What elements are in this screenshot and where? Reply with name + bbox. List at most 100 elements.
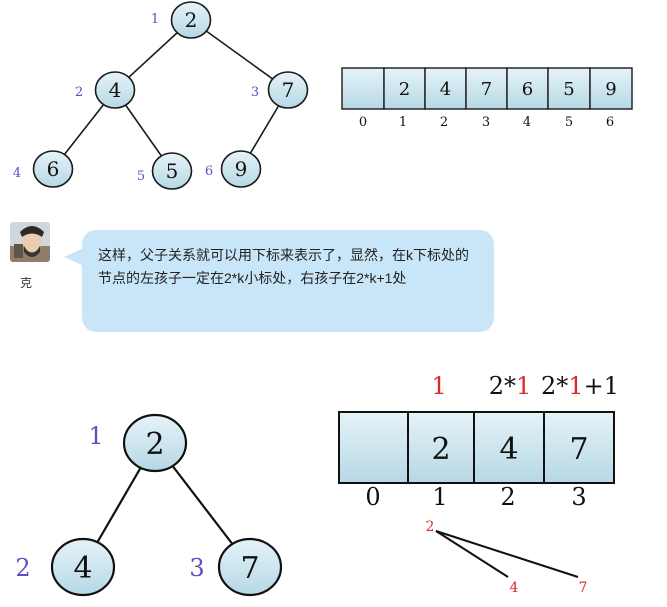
array-cell: 7 3 [465,67,508,130]
formula-highlight: 1 [516,372,531,400]
annotation-index-1: 1 [431,372,446,400]
array-cell-box [341,67,385,110]
bottom-tree-nodes: 2 1 4 2 7 3 [15,413,283,597]
formula-highlight: 1 [568,372,583,400]
array-cell-box [383,67,426,110]
node-value: 4 [109,78,122,102]
node-index-label: 4 [13,166,21,181]
array-cell-value: 7 [481,79,492,100]
node-circle [151,152,193,190]
array-cell: 2 1 [383,67,426,130]
tree-node: 4 2 [15,537,116,597]
array-cell: 0 [341,67,385,130]
array-cell-value: 9 [605,79,616,100]
tree-node: 7 3 [251,71,309,109]
tree-node: 4 2 [75,71,136,109]
tree-node: 7 3 [189,537,283,597]
array-index: 3 [571,483,586,511]
array-cell: 5 5 [547,67,591,130]
array-index: 3 [482,115,490,130]
node-value: 7 [240,551,259,586]
array-cell: 0 [338,411,409,511]
array-cell: 4 2 [473,411,545,511]
array-cell-box [338,411,409,484]
tree-node: 5 5 [137,152,193,190]
array-cell: 4 2 [424,67,467,130]
node-index-label: 2 [15,554,30,582]
array-index: 1 [432,483,447,511]
array-index: 1 [399,115,407,130]
node-index-label: 3 [189,554,204,582]
avatar [10,222,50,262]
array-cell-box [465,67,508,110]
node-circle [170,1,212,39]
pointer-left-label: 4 [510,580,519,596]
pointer-line-right [435,530,579,578]
node-index-label: 2 [75,85,83,100]
node-circle [267,71,309,109]
formula-prefix: 2* [489,372,516,400]
author-name: 克 [20,276,33,290]
child-pointer-sketch: 2 4 7 [426,519,588,596]
node-circle [50,537,116,597]
formula-prefix: 2* [541,372,568,400]
array-index: 5 [565,115,573,130]
node-circle [220,150,262,188]
node-circle [94,71,136,109]
array-cell-box [589,67,633,110]
tree-node: 2 1 [151,1,212,39]
array-index: 6 [606,115,614,130]
pointer-line-left [435,530,509,578]
node-value: 4 [73,551,92,586]
array-index: 2 [500,483,515,511]
array-cell: 6 4 [506,67,549,130]
node-index-label: 1 [88,422,103,450]
speech-bubble: 这样，父子关系就可以用下标来表示了，显然，在k下标处的节点的左孩子一定在2*k小… [82,230,494,332]
array-cell-value: 4 [440,79,451,100]
pointer-right-label: 7 [579,580,588,596]
array-index: 0 [365,483,380,511]
formula-suffix: +1 [584,372,619,400]
array-cell: 7 3 [543,411,615,511]
array-index: 2 [440,115,448,130]
annotation-left-child-formula: 2*1 [489,372,532,400]
array-cell: 9 6 [589,67,633,130]
array-cell-box [424,67,467,110]
annotation-right-child-formula: 2*1+1 [541,372,619,400]
array-cell-value: 4 [499,432,518,467]
tree-node: 6 4 [13,150,74,188]
bottom-array: 0 2 1 4 2 7 3 [338,411,615,511]
node-circle [32,150,74,188]
tree-node: 2 1 [88,413,188,473]
array-index: 4 [523,115,531,130]
node-value: 7 [282,78,295,102]
node-value: 2 [145,427,164,462]
array-index: 0 [359,115,367,130]
avatar-portrait-icon [10,222,50,262]
array-cell-box [407,411,475,484]
speech-bubble-text: 这样，父子关系就可以用下标来表示了，显然，在k下标处的节点的左孩子一定在2*k小… [98,247,469,286]
array-cell-value: 7 [569,432,588,467]
array-cell-box [473,411,545,484]
node-value: 9 [235,157,248,181]
array-cell-value: 5 [563,79,574,100]
array-cell-box [543,411,615,484]
pointer-parent-label: 2 [426,519,435,535]
node-index-label: 1 [151,12,159,27]
edge-n1-n3 [190,19,289,91]
array-cell-value: 2 [399,79,410,100]
node-index-label: 3 [251,85,259,100]
array-cell-value: 2 [431,432,450,467]
top-tree-nodes: 2 1 4 2 7 3 6 4 5 5 [13,1,309,190]
node-value: 5 [166,159,179,183]
node-circle [122,413,188,473]
array-cell-value: 6 [522,79,533,100]
node-index-label: 5 [137,169,145,184]
node-value: 6 [47,157,60,181]
tree-node: 9 6 [205,150,262,188]
bottom-array-annotations: 1 2*1 2*1+1 [431,372,619,400]
speech-bubble-tail [64,248,84,266]
node-circle [217,537,283,597]
